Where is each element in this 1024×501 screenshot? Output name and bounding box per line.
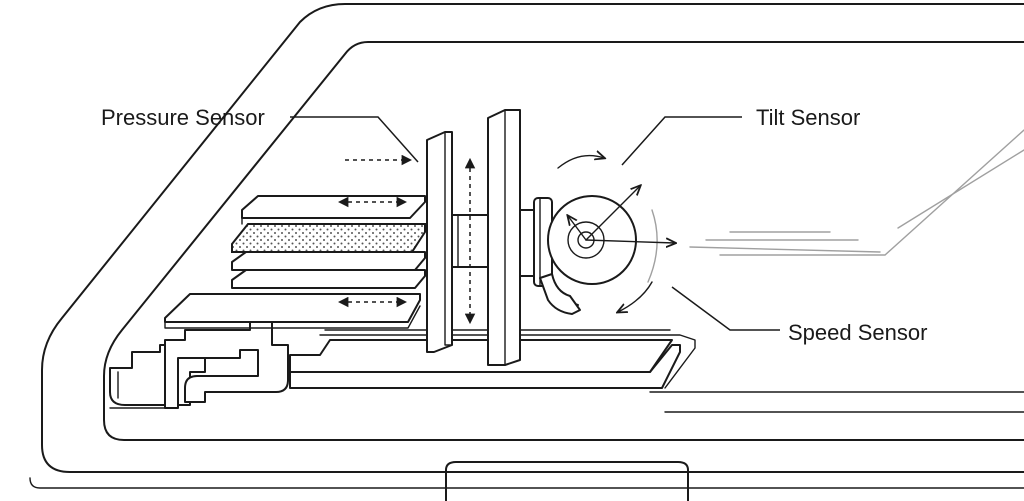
base-plate xyxy=(289,329,696,389)
speed-sensor-label: Speed Sensor xyxy=(788,320,927,345)
mounting-rail xyxy=(109,321,289,409)
sensor-plate-stack xyxy=(164,195,426,329)
tilt-sensor-label: Tilt Sensor xyxy=(756,105,860,130)
pressure-sensor-label: Pressure Sensor xyxy=(101,105,265,130)
front-vertical-plate xyxy=(426,131,453,353)
leader-lines xyxy=(290,116,780,331)
sensor-wheel xyxy=(539,156,675,315)
housing-shell xyxy=(29,3,1024,501)
rear-vertical-plate xyxy=(487,109,521,366)
speed-lines xyxy=(689,129,1024,256)
motion-arrows xyxy=(337,154,476,325)
